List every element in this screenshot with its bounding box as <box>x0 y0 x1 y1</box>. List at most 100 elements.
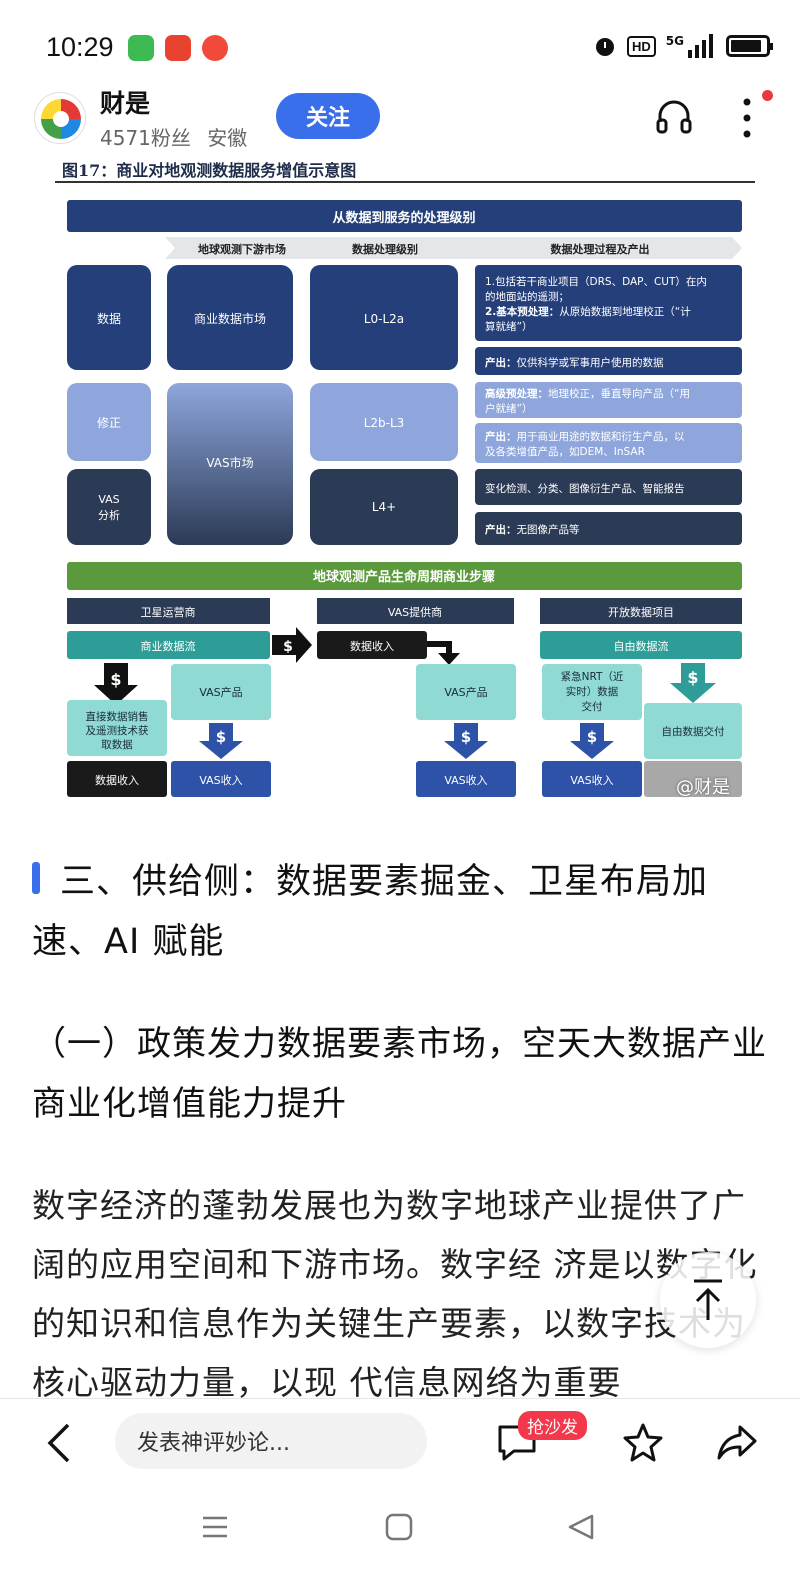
nrt-delivery-label-2: 实时）数据 <box>566 685 619 698</box>
notification-dot <box>762 90 773 101</box>
stream-arrow-dollar: $ <box>283 639 293 655</box>
dollar-arrow-1-sign: $ <box>110 670 121 689</box>
process-row-5-text: 变化检测、分类、图像衍生产品、智能报告 <box>485 482 685 495</box>
process-row-1-text-3: 2.基本预处理：从原始数据到地理校正（“计 <box>485 305 691 318</box>
nrt-delivery-box <box>542 664 642 720</box>
vas-product-label-2: VAS产品 <box>444 685 487 699</box>
vas-income-label-2: VAS收入 <box>444 773 487 787</box>
column-header-strip <box>165 237 742 259</box>
account-name[interactable]: 财是 <box>100 89 151 118</box>
bottom-action-bar: 发表神评妙论... 抢沙发 <box>0 1398 800 1486</box>
share-icon[interactable] <box>716 1421 758 1463</box>
income-arrow <box>427 641 460 665</box>
free-delivery-box <box>644 703 742 759</box>
home-icon[interactable] <box>384 1512 414 1542</box>
dollar-arrow-vas-1 <box>199 723 243 759</box>
status-time: 10:29 <box>46 32 114 62</box>
article-paragraph: 数字经济的蓬勃发展也为数字地球产业提供了广阔的应用空间和下游市场。数字经 济是以… <box>32 1186 758 1402</box>
headphone-icon[interactable] <box>654 96 694 136</box>
figure-title-rule <box>55 181 755 183</box>
actor-vas <box>317 598 514 624</box>
nav-back-icon[interactable] <box>566 1512 596 1542</box>
vas-income-box-2 <box>416 761 516 797</box>
network-label: 5G <box>665 34 684 48</box>
process-row-3-text-2: 户就绪”） <box>485 402 532 415</box>
level-l4-box <box>310 469 458 545</box>
status-bar: 10:29 HD 5G <box>0 0 800 90</box>
actor-satellite-label: 卫星运营商 <box>141 605 196 619</box>
favorite-star-icon[interactable] <box>622 1421 664 1463</box>
figure-title: 图17：商业对地观测数据服务增值示意图 <box>62 161 357 180</box>
watermark: @财是 <box>676 777 730 798</box>
process-row-3-text: 高级预处理：地理校正，垂直导向产品（“用 <box>485 387 690 400</box>
scroll-to-top-button[interactable] <box>660 1252 756 1348</box>
commercial-market-box <box>167 265 293 370</box>
back-icon[interactable] <box>44 1421 74 1465</box>
more-options-icon[interactable] <box>737 96 757 140</box>
data-income-box <box>67 761 167 797</box>
vas-data-income-box <box>317 631 427 659</box>
free-delivery-label: 自由数据交付 <box>662 725 725 738</box>
level-l2b-label: L2b-L3 <box>364 416 405 430</box>
lifecycle-banner <box>67 562 742 590</box>
nrt-delivery-label-3: 交付 <box>582 700 603 713</box>
process-row-1-text-2: 的地面站的遥测； <box>485 290 569 303</box>
vas-market-label: VAS市场 <box>206 455 253 470</box>
system-nav-bar <box>0 1486 800 1570</box>
level-l0-label: L0-L2a <box>364 312 404 326</box>
vas-analysis-label: VAS <box>98 493 119 506</box>
data-box-label: 数据 <box>97 311 121 326</box>
column-header-3: 数据处理过程及产出 <box>551 242 650 256</box>
process-row-3 <box>475 382 742 418</box>
level-l0-box <box>310 265 458 370</box>
alarm-icon <box>596 38 615 56</box>
actor-vas-label: VAS提供商 <box>388 605 442 619</box>
status-indicators: HD 5G <box>593 34 773 58</box>
column-header-1: 地球观测下游市场 <box>198 242 286 256</box>
direct-sales-label-2: 及遥测技术获 <box>86 724 149 737</box>
level-l2b-box <box>310 383 458 461</box>
vas-analysis-box <box>67 469 151 545</box>
dollar-arrow-nrt <box>570 723 614 759</box>
correction-box-label: 修正 <box>97 415 121 430</box>
logo-icon <box>35 93 85 143</box>
process-row-4 <box>475 423 742 463</box>
correction-box <box>67 383 151 461</box>
dollar-arrow-vas-2 <box>444 723 488 759</box>
hd-badge: HD <box>627 35 656 57</box>
vas-income-box-1 <box>171 761 271 797</box>
vas-product-box-1 <box>171 664 271 720</box>
menu-icon[interactable] <box>200 1512 230 1542</box>
article-figure: 从数据到服务的处理级别 地球观测下游市场 数据处理级别 数据处理过程及产出 数据… <box>0 155 800 810</box>
process-row-2-text: 产出：仅供科学或军事用户使用的数据 <box>485 356 664 369</box>
news-app-icon <box>165 35 191 61</box>
wechat-app-icon <box>128 35 154 61</box>
actor-satellite <box>67 598 270 624</box>
article-header: 财是 4571粉丝 安徽 关注 <box>0 80 800 158</box>
account-meta: 4571粉丝 安徽 <box>100 122 247 151</box>
avatar[interactable] <box>34 92 86 144</box>
music-app-icon <box>202 35 228 61</box>
level-l4-label: L4+ <box>372 500 396 514</box>
direct-sales-box <box>67 700 167 756</box>
direct-sales-label-3: 取数据 <box>101 738 133 751</box>
dollar-arrow-1 <box>94 663 138 705</box>
follow-button[interactable]: 关注 <box>276 93 380 139</box>
process-row-1-text: 1.包括若干商业项目（DRS、DAP、CUT）在内 <box>485 275 707 288</box>
comment-input[interactable]: 发表神评妙论... <box>115 1413 427 1469</box>
top-banner <box>67 200 742 232</box>
arrow-up-icon <box>694 1279 722 1320</box>
account-location: 安徽 <box>207 126 248 150</box>
vas-market-box <box>167 383 293 545</box>
commercial-stream-label: 商业数据流 <box>141 639 196 653</box>
process-row-1 <box>475 265 742 341</box>
lifecycle-banner-text: 地球观测产品生命周期商业步骤 <box>313 569 495 585</box>
free-stream-label: 自由数据流 <box>614 639 669 653</box>
sub-heading: （一）政策发力数据要素市场，空天大数据产业商业化增值能力提升 <box>32 1024 767 1124</box>
battery-icon <box>726 35 773 57</box>
section-heading: 三、供给侧：数据要素掘金、卫星布局加速、AI 赋能 <box>32 862 709 962</box>
top-banner-text: 从数据到服务的处理级别 <box>332 210 475 226</box>
data-income-label: 数据收入 <box>95 773 139 787</box>
actor-open-data <box>540 598 742 624</box>
vas-data-income-label: 数据收入 <box>350 639 394 653</box>
